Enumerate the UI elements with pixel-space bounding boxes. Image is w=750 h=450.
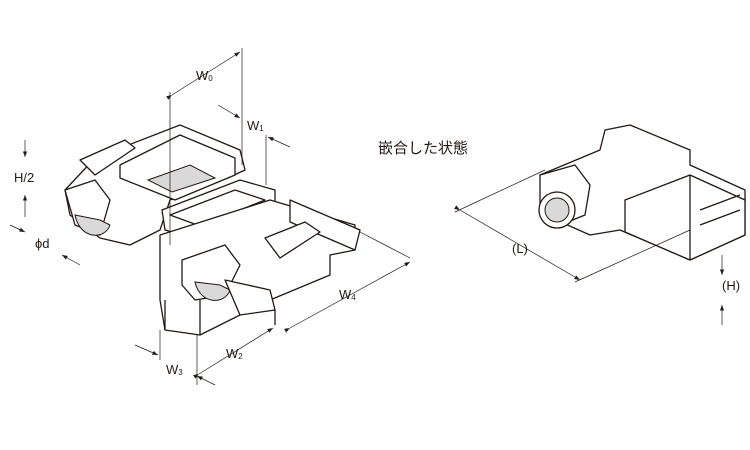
mated-state-title: 嵌合した状態	[378, 139, 469, 157]
dim-w4: W4	[339, 287, 356, 302]
dimension-lines	[9, 48, 725, 386]
open-connector-part	[64, 124, 361, 336]
dim-w3: W3	[166, 362, 183, 377]
dim-height: (H)	[722, 278, 741, 293]
dim-h-half: H/2	[14, 170, 35, 185]
mated-connector-part	[538, 124, 746, 261]
dim-w2: W2	[226, 346, 243, 361]
dim-diameter: ϕd	[35, 236, 50, 251]
dim-length: (L)	[512, 241, 528, 256]
dim-w0: W0	[196, 68, 213, 83]
dim-w1: W1	[247, 118, 264, 133]
